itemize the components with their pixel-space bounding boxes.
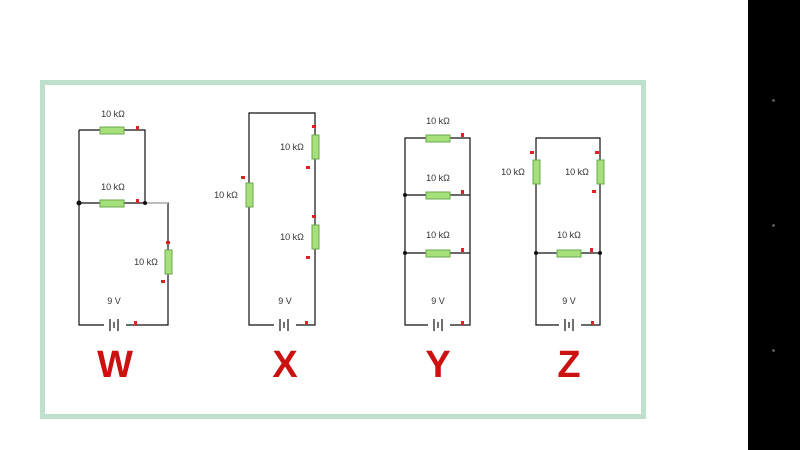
battery	[428, 318, 450, 332]
resistor	[532, 159, 541, 185]
resistor-label: 10 kΩ	[280, 232, 304, 242]
resistor-label: 10 kΩ	[501, 167, 525, 177]
resistor	[311, 134, 320, 160]
terminal	[241, 176, 245, 179]
terminal	[592, 190, 596, 193]
bar-dot	[772, 349, 775, 352]
resistor	[164, 249, 173, 275]
resistor-label: 10 kΩ	[101, 182, 125, 192]
terminal	[461, 133, 464, 137]
battery	[559, 318, 581, 332]
terminal	[591, 321, 594, 325]
wire	[78, 129, 169, 326]
resistor	[311, 224, 320, 250]
terminal	[312, 125, 316, 128]
resistor-label: 10 kΩ	[426, 116, 450, 126]
resistor-label: 10 kΩ	[557, 230, 581, 240]
terminal	[136, 126, 139, 130]
junction-node	[598, 251, 602, 255]
terminal	[166, 241, 170, 244]
resistor	[245, 182, 254, 208]
circuit-letter: Z	[557, 344, 580, 386]
battery-label: 9 V	[562, 296, 576, 306]
terminal	[461, 321, 464, 325]
resistor-label: 10 kΩ	[214, 190, 238, 200]
circuit-letter: X	[272, 344, 298, 386]
bar-dot	[772, 224, 775, 227]
circuit-letter: Y	[425, 344, 450, 386]
circuit-w: 10 kΩ 10 kΩ 10 kΩ 9 V W	[76, 109, 173, 386]
resistor-label: 10 kΩ	[565, 167, 589, 177]
resistor	[425, 191, 451, 200]
terminal	[306, 166, 310, 169]
circuit-z: 10 kΩ 10 kΩ 10 kΩ 9 V Z	[501, 137, 605, 386]
battery-label: 9 V	[431, 296, 445, 306]
terminal	[461, 190, 464, 194]
resistor	[425, 249, 451, 258]
battery-label: 9 V	[278, 296, 292, 306]
battery	[274, 318, 296, 332]
resistor-label: 10 kΩ	[426, 230, 450, 240]
terminal	[590, 248, 593, 252]
resistor-label: 10 kΩ	[101, 109, 125, 119]
junction-node	[143, 201, 147, 205]
resistor-label: 10 kΩ	[134, 257, 158, 267]
resistor	[596, 159, 605, 185]
junction-node	[534, 251, 538, 255]
terminal	[595, 151, 599, 154]
circuits-frame	[40, 80, 646, 419]
bar-dot	[772, 99, 775, 102]
resistor	[556, 249, 582, 258]
battery-label: 9 V	[107, 296, 121, 306]
terminal	[161, 280, 165, 283]
terminal	[312, 215, 316, 218]
terminal	[461, 248, 464, 252]
resistor-label: 10 kΩ	[426, 173, 450, 183]
circuit-x: 10 kΩ 10 kΩ 10 kΩ 9 V X	[214, 112, 320, 386]
resistor	[99, 126, 125, 135]
terminal	[530, 151, 534, 154]
terminal	[136, 199, 139, 203]
terminal	[134, 321, 137, 325]
resistor	[425, 134, 451, 143]
circuit-y: 10 kΩ 10 kΩ 10 kΩ 9 V Y	[403, 116, 471, 386]
resistor-label: 10 kΩ	[280, 142, 304, 152]
junction-node	[76, 200, 82, 206]
terminal	[306, 256, 310, 259]
terminal	[305, 321, 308, 325]
circuit-letter: W	[97, 344, 133, 386]
battery	[104, 318, 126, 332]
wire	[248, 112, 316, 326]
junction-node	[403, 193, 407, 197]
resistor	[99, 199, 125, 208]
junction-node	[403, 251, 407, 255]
